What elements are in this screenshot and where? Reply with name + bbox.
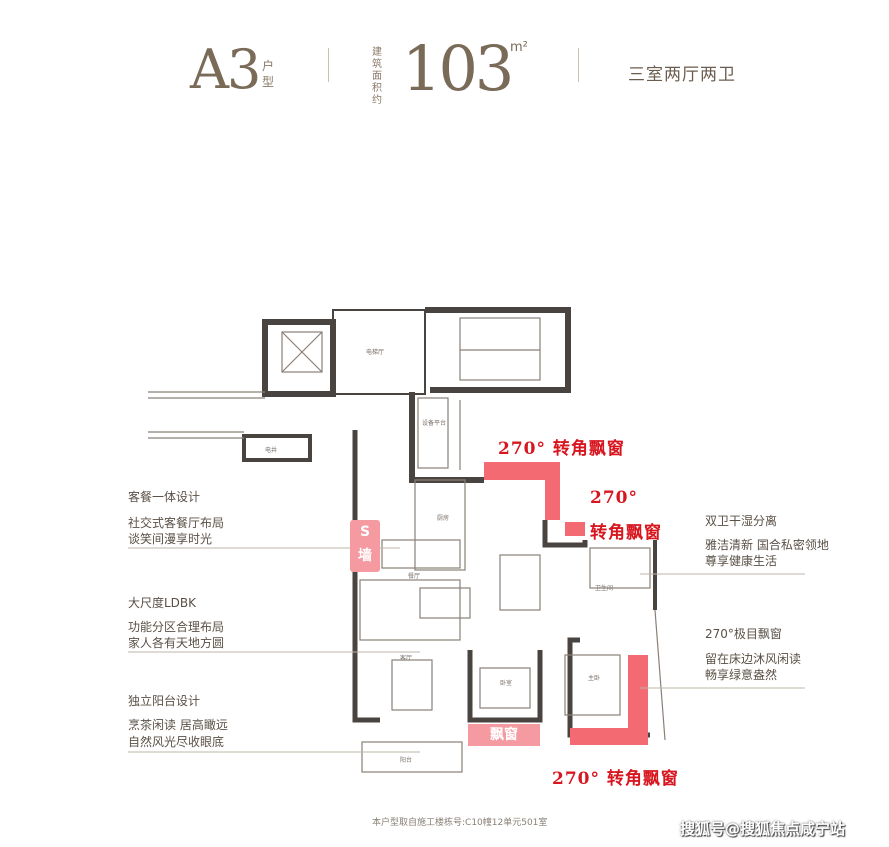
unit-wall-left [352,430,380,723]
header-divider [578,48,579,82]
unit-wall-mid [542,520,588,548]
elevator-hall-wall [332,309,426,395]
room-label: 主卧 [588,674,600,682]
electric-room-wall [242,434,312,462]
bay-window-badge: 飘窗 [468,724,540,746]
feature-line: 家人各有天地方圆 [128,636,225,650]
layout-type: 三室两厅两卫 [628,65,736,85]
room-label: 设备平台 [422,419,446,427]
feature-title-3: 独立阳台设计 [128,694,201,708]
s-wall-badge: S 墙 [350,520,380,572]
area-unit: m² [510,40,528,55]
feature-line: 功能分区合理布局 [128,620,225,634]
room-label: 卫生间 [595,584,613,592]
s-label: S [359,524,371,540]
feature-line: 谈笑间漫享时光 [128,532,213,546]
room-label: 厨房 [437,514,449,522]
feature-line: 雅洁清新 国合私密领地 [705,538,829,552]
feature-title-2: 大尺度LDBK [128,596,197,610]
feature-line: 留在床边沐风闲读 [705,652,802,666]
bedroom-wall [467,650,543,723]
feature-line: 畅享绿意盎然 [705,668,778,682]
bay-window-bottom [570,655,648,745]
feature-title-1: 客餐一体设计 [128,490,201,504]
bay-window-mid [565,522,585,536]
footer-note: 本户型取自施工楼栋号:C10幢12单元501室 [372,818,548,828]
unit-code: A3 [190,38,261,101]
room-label: 电井 [265,446,277,454]
room-label: 阳台 [400,756,412,764]
feature-title-4: 双卫干湿分离 [705,514,778,528]
feature-title-5: 270°极目飘窗 [705,627,782,641]
annotation-mid-window: 转角飘窗 [590,523,662,543]
annotation-top-window: 270° 转角飘窗 [498,439,625,459]
feature-line: 自然风光尽收眼底 [128,735,225,749]
room-label: 客厅 [400,654,412,662]
room-label: 卧室 [500,679,512,687]
watermark: 搜狐号@搜狐焦点咸宁站 [680,820,846,838]
room-label: 电梯厅 [366,348,384,356]
annotation-mid-deg: 270° [590,488,638,508]
bay-window-top [484,462,560,520]
area-label: 建筑面积约 [372,47,382,106]
elevator-shaft-wall [262,319,336,397]
stair-wall [425,307,571,393]
bay-window-label: 飘窗 [490,727,518,743]
feature-line: 尊享健康生活 [705,554,778,568]
room-label: 餐厅 [408,572,420,580]
unit-code-sub: 户型 [262,59,275,89]
feature-line: 社交式客餐厅布局 [128,516,225,530]
feature-line: 烹茶闲读 居高瞰远 [128,718,228,732]
annotation-bottom-window: 270° 转角飘窗 [552,769,679,789]
header-divider [328,48,329,82]
area-value: 103 [402,32,514,105]
wall-label: 墙 [358,548,372,564]
